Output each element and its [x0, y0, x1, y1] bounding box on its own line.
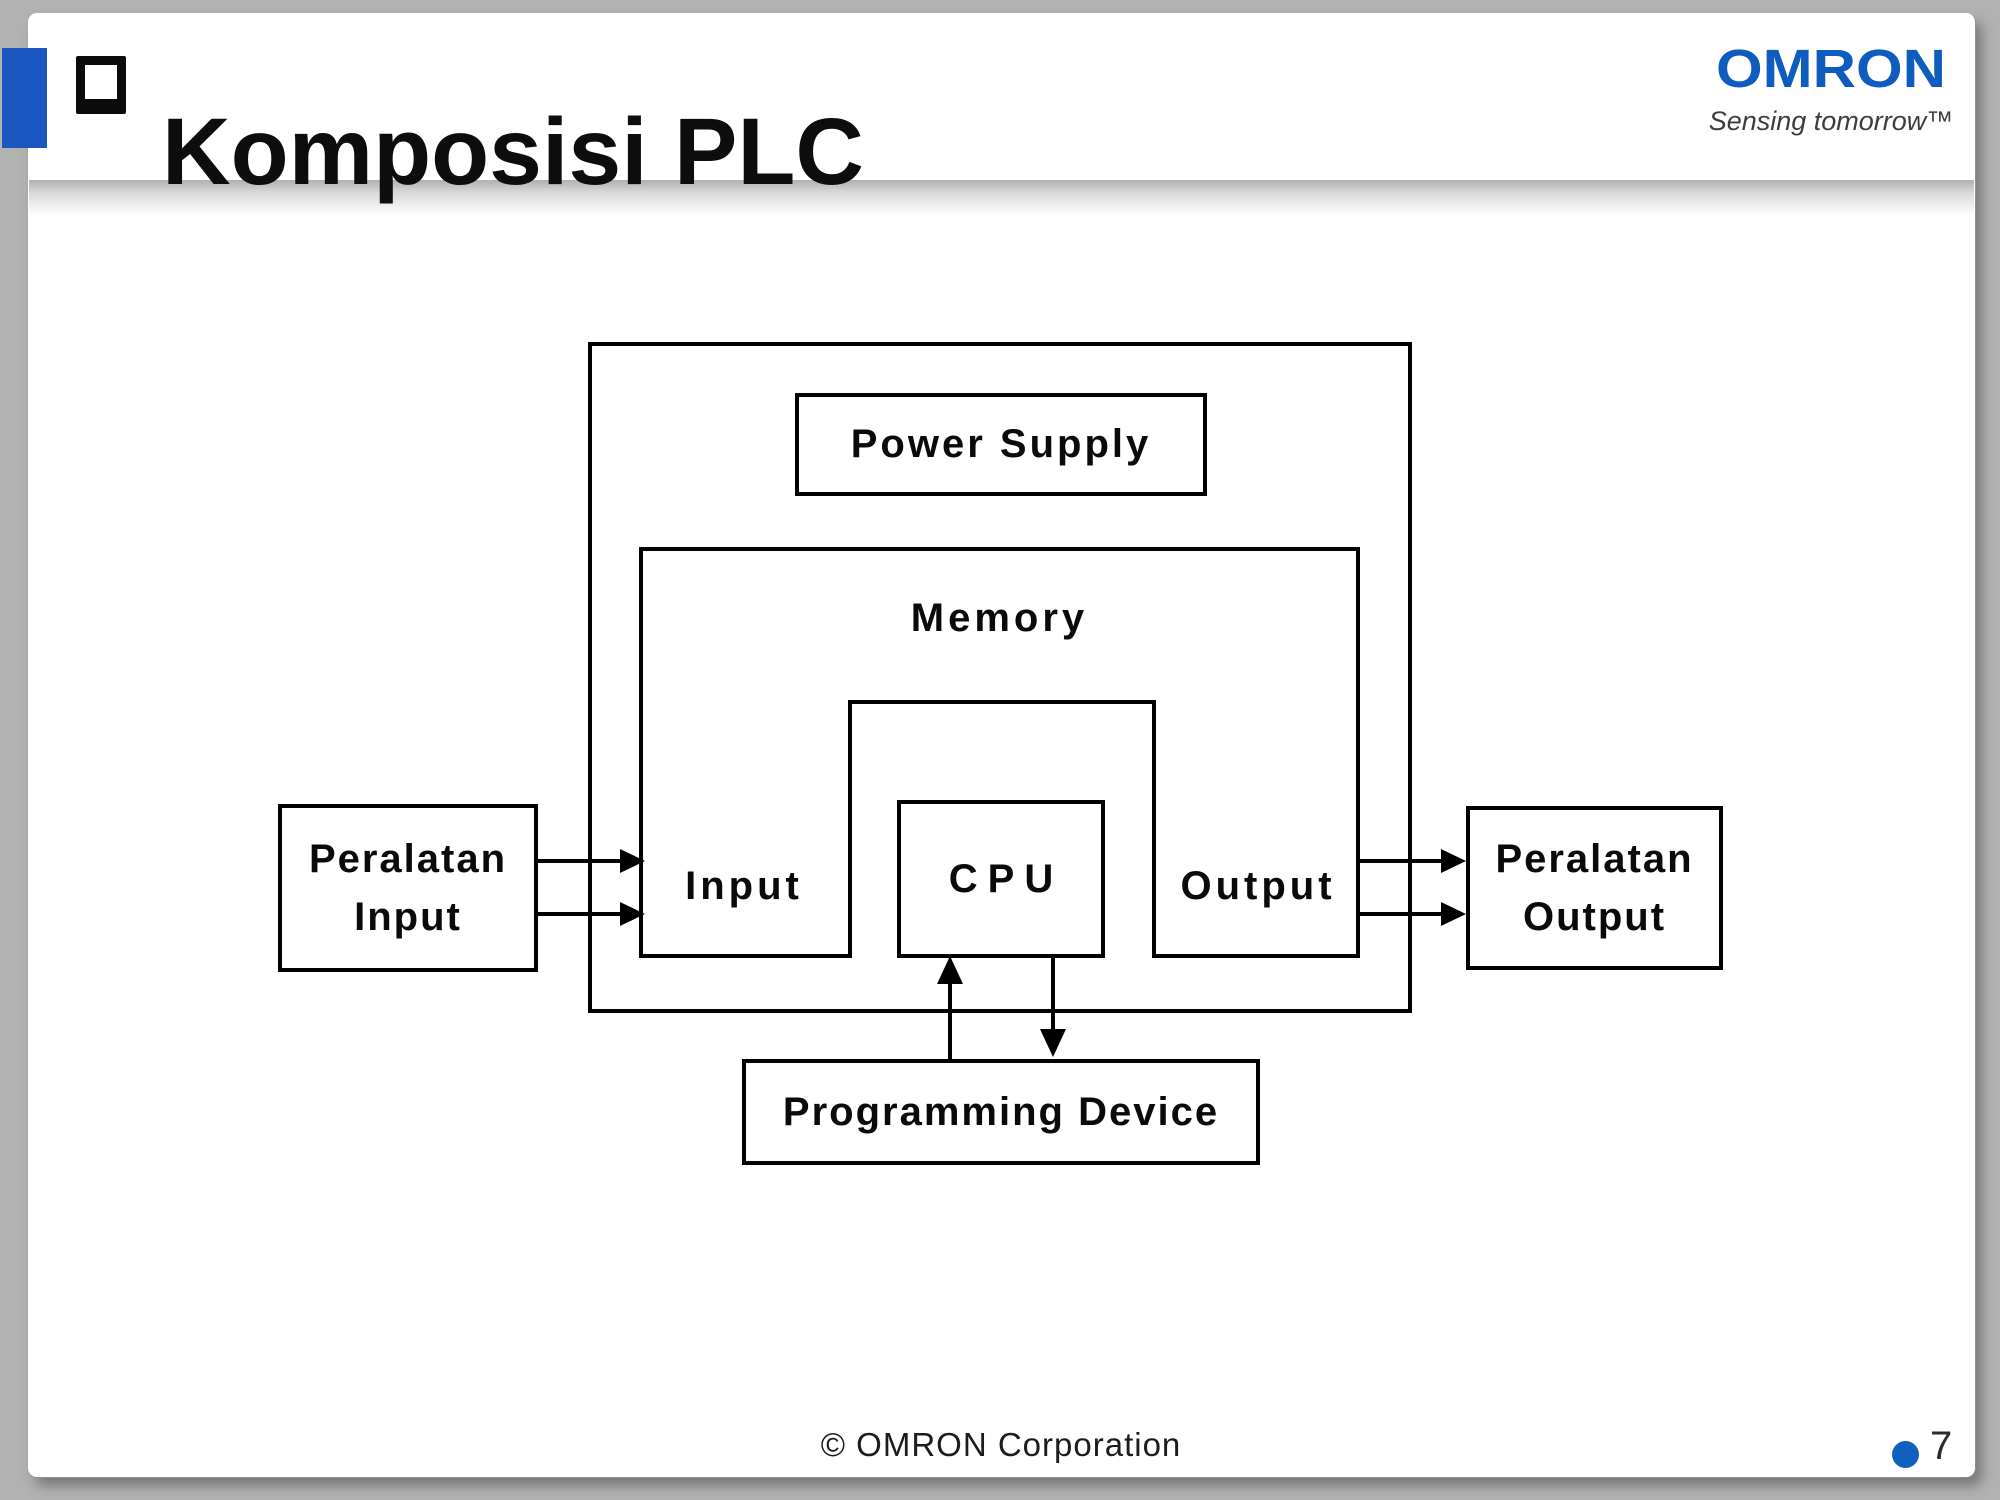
title-bullet-square-icon	[76, 56, 126, 114]
peralatan-output-box: Peralatan Output	[1466, 806, 1723, 970]
arrow-to-device-shaft	[1051, 958, 1055, 1031]
page-number-dot-icon	[1892, 1441, 1919, 1468]
title-accent-bar	[2, 48, 47, 148]
arrow-to-device-head-icon	[1040, 1029, 1066, 1057]
title-underline-band	[29, 180, 1974, 216]
page-title: Komposisi PLC	[162, 98, 865, 205]
arrow-output-2-shaft	[1360, 912, 1444, 916]
programming-device-label: Programming Device	[782, 1089, 1220, 1134]
page-number: 7	[1930, 1424, 1953, 1468]
memory-label: Memory	[910, 596, 1089, 640]
power-supply-box: Power Supply	[795, 393, 1207, 496]
footer-copyright: © OMRON Corporation	[820, 1426, 1182, 1463]
omron-logo: OMRON Sensing tomorrow™	[1700, 40, 1962, 137]
arrow-output-1-shaft	[1360, 859, 1444, 863]
arrow-to-cpu-head-icon	[937, 956, 963, 984]
output-section-label: Output	[1180, 864, 1336, 908]
arrow-input-1-shaft	[538, 859, 622, 863]
arrow-output-1-head-icon	[1441, 849, 1466, 873]
peralatan-output-line2: Output	[1522, 895, 1667, 939]
cpu-box: CPU	[897, 800, 1105, 958]
omron-logo-wordmark: OMRON	[1716, 38, 1946, 99]
arrow-input-1-head-icon	[620, 849, 645, 873]
arrow-output-2-head-icon	[1441, 902, 1466, 926]
arrow-input-2-head-icon	[620, 902, 645, 926]
peralatan-output-line1: Peralatan	[1495, 837, 1694, 881]
arrow-to-cpu-shaft	[948, 982, 952, 1059]
peralatan-input-line1: Peralatan	[308, 837, 508, 881]
peralatan-input-line2: Input	[354, 895, 462, 939]
programming-device-box: Programming Device	[742, 1059, 1260, 1165]
arrow-input-2-shaft	[538, 912, 622, 916]
power-supply-label: Power Supply	[850, 422, 1152, 466]
omron-logo-tagline: Sensing tomorrow™	[1708, 106, 1954, 136]
input-section-label: Input	[685, 864, 803, 908]
cpu-label: CPU	[948, 856, 1064, 901]
peralatan-input-box: Peralatan Input	[278, 804, 538, 972]
